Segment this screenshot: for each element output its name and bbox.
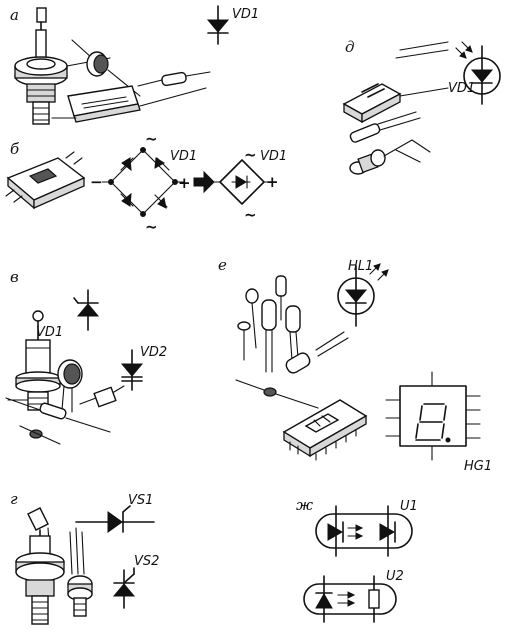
ac-mark-b1-bottom: ~ — [145, 218, 158, 236]
stud-diode-drawing-v — [7, 310, 61, 411]
bridge-rectifier-symbol-b — [101, 147, 185, 217]
vs2-label: VS2 — [134, 554, 159, 569]
vd1-label-d: VD1 — [448, 81, 475, 96]
seven-segment-symbol-hg1 — [385, 371, 481, 461]
vd1-label-b2: VD1 — [260, 149, 287, 164]
thyristor-symbol-vs1 — [75, 505, 155, 533]
hl1-label: HL1 — [348, 259, 373, 274]
optocoupler-symbol-u2 — [303, 575, 397, 623]
axial-diode-drawing-a — [137, 71, 211, 87]
vd1-label-v: VD1 — [36, 325, 63, 340]
thyristor-drawing-g — [15, 507, 65, 625]
vd2-label-v: VD2 — [140, 345, 167, 360]
arrow-icon — [193, 170, 215, 194]
small-diode-drawing-v — [79, 385, 125, 408]
plus-mark-b2: + — [266, 173, 279, 191]
u2-label: U2 — [386, 569, 404, 584]
bridge-module-drawing-a — [51, 85, 207, 123]
minus-mark-b1: − — [90, 173, 103, 191]
transistor-can-drawing-v — [57, 359, 83, 413]
led-with-wires-drawing-e — [285, 331, 349, 374]
flat-bridge-package-b — [5, 151, 86, 210]
vs1-label: VS1 — [128, 493, 153, 508]
section-label-e: е — [218, 256, 227, 274]
vd1-label-a: VD1 — [232, 7, 259, 22]
section-label-b: б — [10, 140, 20, 158]
led-symbol-hl1 — [337, 263, 389, 327]
leds-group-drawing-e — [237, 275, 301, 373]
diode-symbol-a — [206, 5, 230, 45]
led-display-chip-drawing-e — [282, 399, 368, 461]
section-label-v: в — [10, 268, 19, 286]
optocoupler-symbol-u1 — [315, 505, 413, 557]
photodiode-drawing-d — [349, 111, 421, 143]
axial-diode-drawing-v — [5, 397, 111, 445]
diode-symbol-v1 — [73, 289, 100, 331]
section-label-a: а — [10, 6, 19, 24]
ac-mark-b2-bottom: ~ — [244, 206, 257, 224]
section-label-d: д — [345, 38, 355, 56]
optocoupler-drawing-d — [342, 41, 449, 124]
section-label-zh: ж — [296, 496, 313, 514]
small-thyristor-drawing-g — [67, 527, 93, 617]
ac-mark-b1-top: ~ — [145, 130, 158, 148]
hg1-label: HG1 — [464, 459, 492, 474]
led-can-drawing-d — [349, 139, 431, 175]
u1-label: U1 — [400, 499, 418, 514]
section-label-g: г — [10, 490, 18, 508]
vd1-label-b1: VD1 — [170, 149, 197, 164]
axial-wire-drawing-e — [235, 379, 319, 409]
diode-symbol-v2 — [120, 349, 144, 391]
thyristor-symbol-vs2 — [112, 567, 136, 609]
plus-mark-b1: + — [178, 174, 191, 192]
stud-diode-drawing-a — [14, 7, 111, 125]
button-diode-drawing-a — [71, 39, 141, 97]
photodiode-symbol-d — [455, 41, 501, 105]
ac-mark-b2-top: ~ — [244, 146, 257, 164]
bridge-block-symbol-b — [211, 159, 273, 205]
